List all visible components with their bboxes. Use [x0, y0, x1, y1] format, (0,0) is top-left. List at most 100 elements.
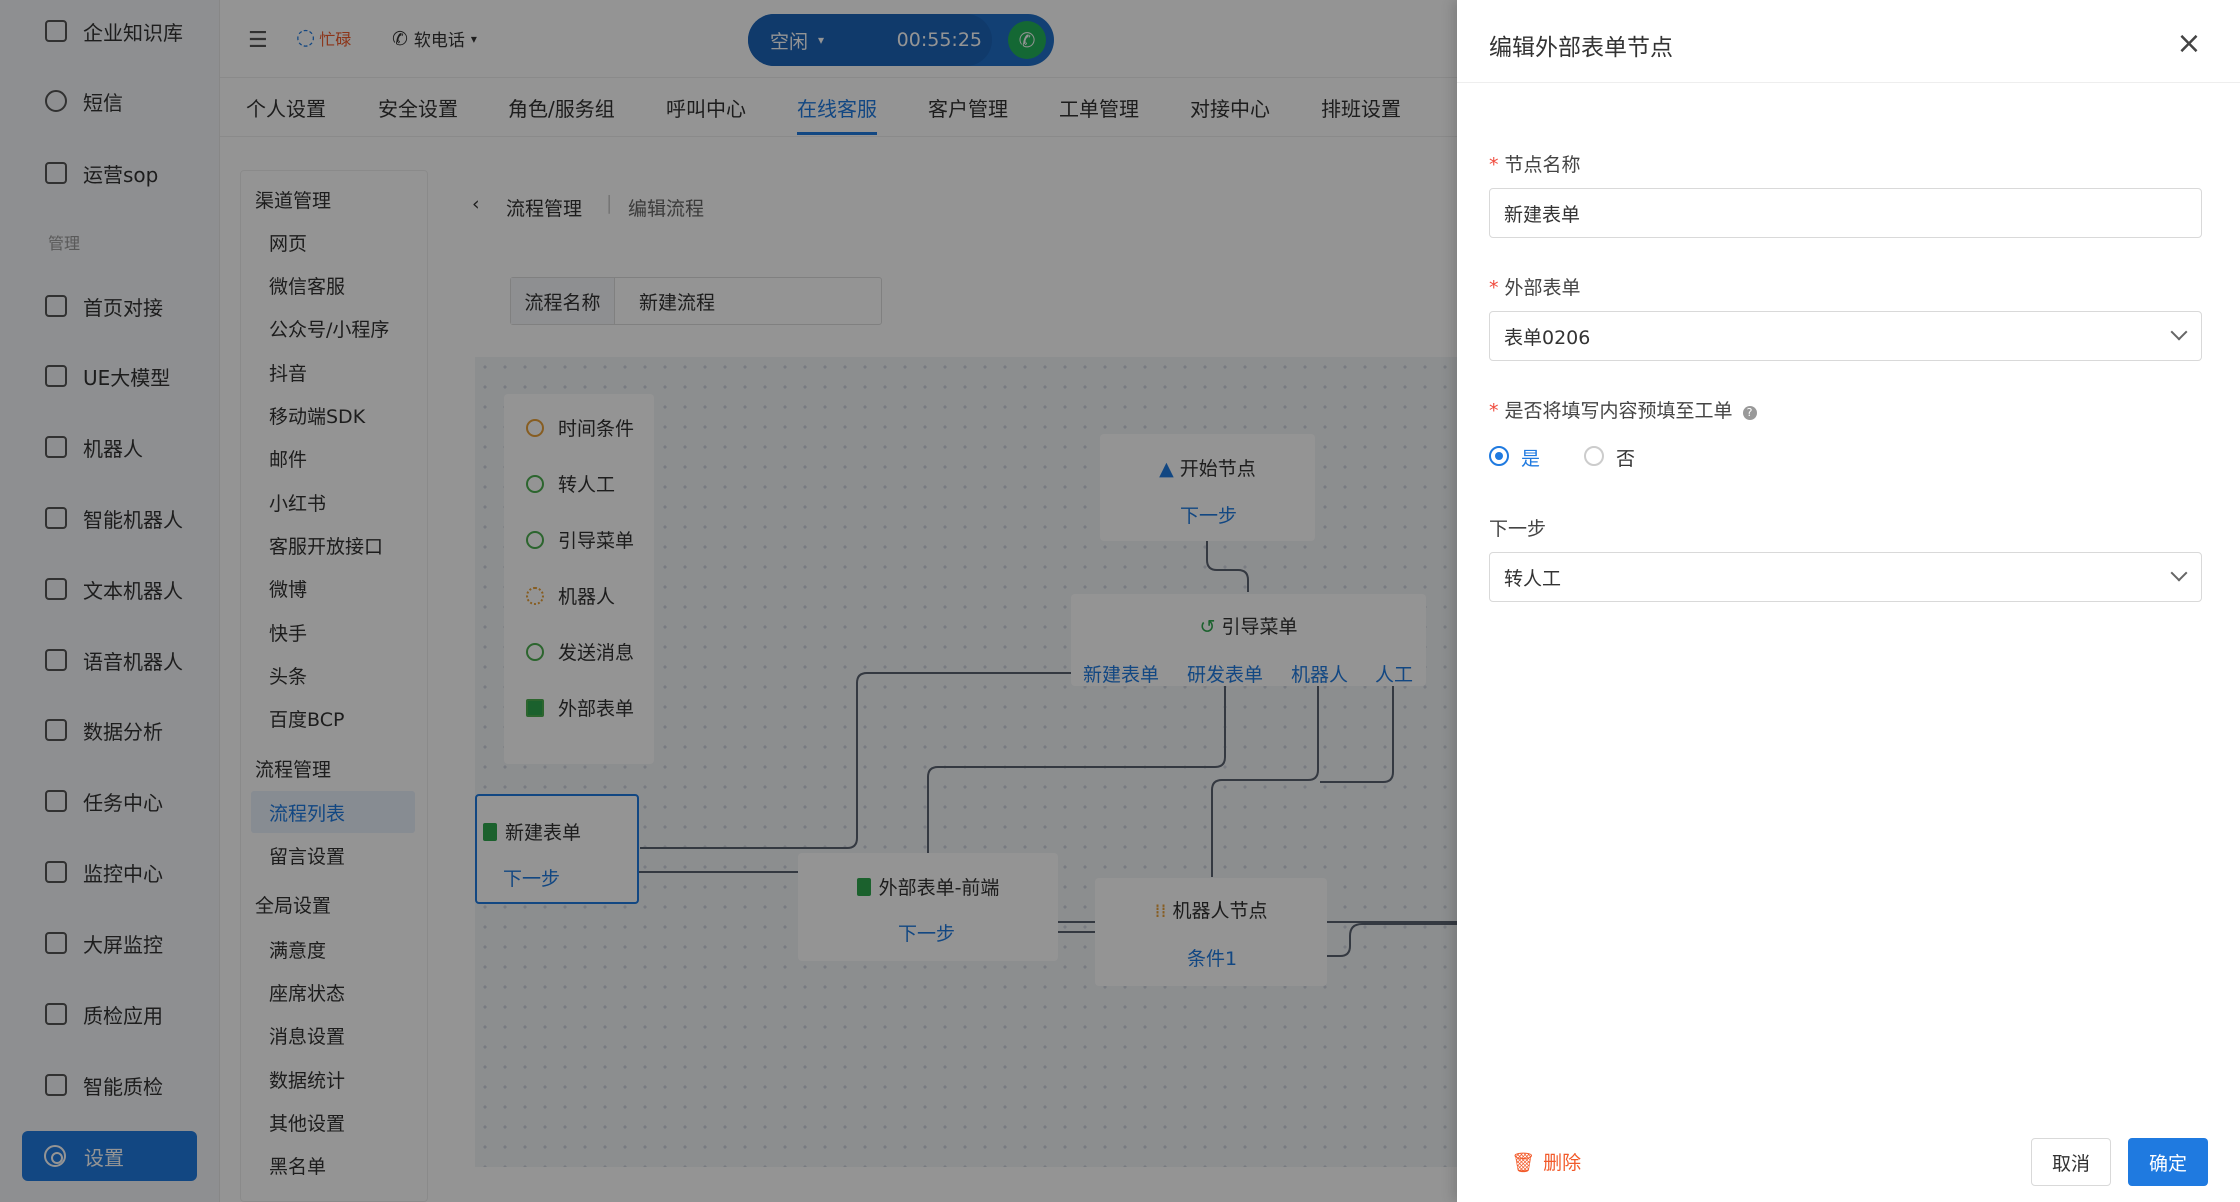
nav-monitor-center[interactable]: 监控中心: [45, 854, 163, 890]
node-port[interactable]: 人工: [1375, 664, 1414, 686]
submenu-item[interactable]: 客服开放接口: [269, 536, 384, 558]
flow-node-external-form[interactable]: 外部表单-前端 下一步: [798, 853, 1058, 961]
node-port[interactable]: 研发表单: [1187, 664, 1264, 686]
nav-voice-robot[interactable]: 语音机器人: [45, 642, 183, 678]
submenu-item[interactable]: 抖音: [269, 363, 308, 385]
submenu-item[interactable]: 黑名单: [269, 1156, 327, 1178]
call-timer: 00:55:25: [896, 29, 982, 51]
node-port[interactable]: 条件1: [1187, 948, 1238, 970]
nav-qa-app[interactable]: 质检应用: [45, 996, 163, 1032]
trash-icon: 🗑: [1511, 1152, 1536, 1174]
submenu-item[interactable]: 数据统计: [269, 1070, 346, 1092]
tab-integration[interactable]: 对接中心: [1190, 97, 1270, 121]
share-icon: [45, 162, 67, 184]
busy-indicator[interactable]: ◌ 忙碌: [296, 25, 352, 50]
palette-external-form[interactable]: 外部表单: [526, 694, 634, 721]
flow-node-start[interactable]: ▲开始节点 下一步: [1100, 434, 1315, 541]
confirm-button[interactable]: 确定: [2128, 1138, 2208, 1186]
tab-roles[interactable]: 角色/服务组: [508, 97, 615, 121]
submenu-item[interactable]: 网页: [269, 233, 308, 255]
flow-name-field[interactable]: 流程名称 新建流程: [510, 277, 882, 325]
nav-settings[interactable]: 设置: [22, 1131, 197, 1181]
modal-overlay[interactable]: [0, 0, 1457, 1202]
close-icon[interactable]: ×: [2176, 26, 2202, 61]
tab-customers[interactable]: 客户管理: [928, 97, 1008, 121]
tab-scheduling[interactable]: 排班设置: [1321, 97, 1401, 121]
back-arrow-icon[interactable]: ‹: [472, 193, 480, 215]
node-name-input[interactable]: 新建表单: [1489, 188, 2202, 238]
agent-status-dropdown[interactable]: 空闲 ▾ 00:55:25: [748, 14, 992, 66]
submenu-item[interactable]: 其他设置: [269, 1113, 346, 1135]
node-port[interactable]: 机器人: [1291, 664, 1349, 686]
submenu-item[interactable]: 移动端SDK: [269, 406, 366, 428]
palette-guide-menu[interactable]: 引导菜单: [526, 526, 634, 553]
chevron-down-icon: ▾: [818, 33, 825, 47]
node-port[interactable]: 下一步: [503, 868, 561, 890]
submenu-item[interactable]: 快手: [269, 623, 308, 645]
submenu-item[interactable]: 满意度: [269, 940, 327, 962]
cancel-button[interactable]: 取消: [2031, 1138, 2111, 1186]
node-port[interactable]: 新建表单: [1083, 664, 1160, 686]
nav-smart-robot[interactable]: 智能机器人: [45, 500, 183, 536]
radio-yes[interactable]: [1489, 446, 1509, 466]
nav-ue-model[interactable]: UE大模型: [45, 358, 170, 394]
drawer-divider: [1457, 82, 2240, 83]
submenu-item[interactable]: 小红书: [269, 493, 327, 515]
palette-robot[interactable]: 机器人: [526, 582, 615, 609]
nav-smart-qa[interactable]: 智能质检: [45, 1067, 163, 1103]
tab-call-center[interactable]: 呼叫中心: [666, 97, 746, 121]
submenu-item-flow-list[interactable]: 流程列表: [251, 791, 415, 833]
headset-icon: [526, 474, 544, 493]
tab-security[interactable]: 安全设置: [378, 97, 458, 121]
rocket-icon: ▲: [1159, 458, 1174, 480]
palette-send-message[interactable]: 发送消息: [526, 638, 634, 665]
call-button[interactable]: ✆: [1008, 21, 1046, 59]
nav-sms[interactable]: 短信: [45, 83, 123, 119]
node-port[interactable]: 下一步: [898, 923, 956, 945]
nav-homepage-integration[interactable]: 首页对接: [45, 288, 163, 324]
submenu-item[interactable]: 百度BCP: [269, 709, 345, 731]
delete-button[interactable]: 🗑删除: [1511, 1152, 1582, 1174]
next-step-select[interactable]: 转人工: [1489, 552, 2202, 602]
submenu-item[interactable]: 消息设置: [269, 1026, 346, 1048]
submenu-item[interactable]: 座席状态: [269, 983, 346, 1005]
doc-icon: [45, 649, 67, 671]
nav-text-robot[interactable]: 文本机器人: [45, 571, 183, 607]
submenu-item[interactable]: 微信客服: [269, 276, 346, 298]
submenu-item[interactable]: 公众号/小程序: [269, 319, 390, 341]
external-form-select[interactable]: 表单0206: [1489, 311, 2202, 361]
tab-online-service[interactable]: 在线客服: [797, 93, 877, 135]
node-palette: 时间条件 转人工 引导菜单 机器人 发送消息 外部表单: [504, 394, 654, 764]
help-icon[interactable]: ?: [1742, 406, 1757, 420]
flow-name-value[interactable]: 新建流程: [639, 291, 716, 314]
form-icon: [483, 823, 497, 841]
node-name-label: *节点名称: [1489, 154, 1581, 176]
prefill-label: *是否将填写内容预填至工单?: [1489, 396, 1757, 423]
breadcrumb-parent[interactable]: 流程管理: [506, 198, 583, 220]
menu-toggle-icon[interactable]: ☰: [248, 28, 268, 53]
submenu-item[interactable]: 头条: [269, 666, 308, 688]
nav-data-analysis[interactable]: 数据分析: [45, 712, 163, 748]
nav-big-screen[interactable]: 大屏监控: [45, 925, 163, 961]
tab-tickets[interactable]: 工单管理: [1059, 97, 1139, 121]
palette-transfer-agent[interactable]: 转人工: [526, 470, 615, 497]
radio-no[interactable]: [1584, 446, 1604, 466]
submenu-item[interactable]: 留言设置: [269, 846, 346, 868]
call-status-pill[interactable]: 空闲 ▾ 00:55:25 ✆: [748, 14, 1054, 66]
nav-ops-sop[interactable]: 运营sop: [45, 155, 158, 191]
chat-icon: ◌: [296, 25, 316, 50]
node-port[interactable]: 下一步: [1180, 505, 1238, 527]
flow-node-new-form[interactable]: 新建表单 下一步: [475, 794, 639, 904]
nav-knowledge-base[interactable]: 企业知识库: [45, 13, 183, 49]
nav-task-center[interactable]: 任务中心: [45, 783, 163, 819]
submenu-item[interactable]: 邮件: [269, 449, 308, 471]
softphone-dropdown[interactable]: ✆ 软电话 ▾: [392, 27, 477, 52]
next-step-label: 下一步: [1489, 518, 1547, 540]
palette-time-condition[interactable]: 时间条件: [526, 414, 634, 441]
submenu-item[interactable]: 微博: [269, 579, 308, 601]
book-icon: [45, 20, 67, 42]
flow-node-guide-menu[interactable]: ↺引导菜单 新建表单 研发表单 机器人 人工: [1071, 594, 1426, 686]
nav-robot[interactable]: 机器人: [45, 429, 143, 465]
tab-personal[interactable]: 个人设置: [246, 97, 326, 121]
flow-node-robot[interactable]: ⁞⁞机器人节点 条件1: [1095, 878, 1327, 986]
